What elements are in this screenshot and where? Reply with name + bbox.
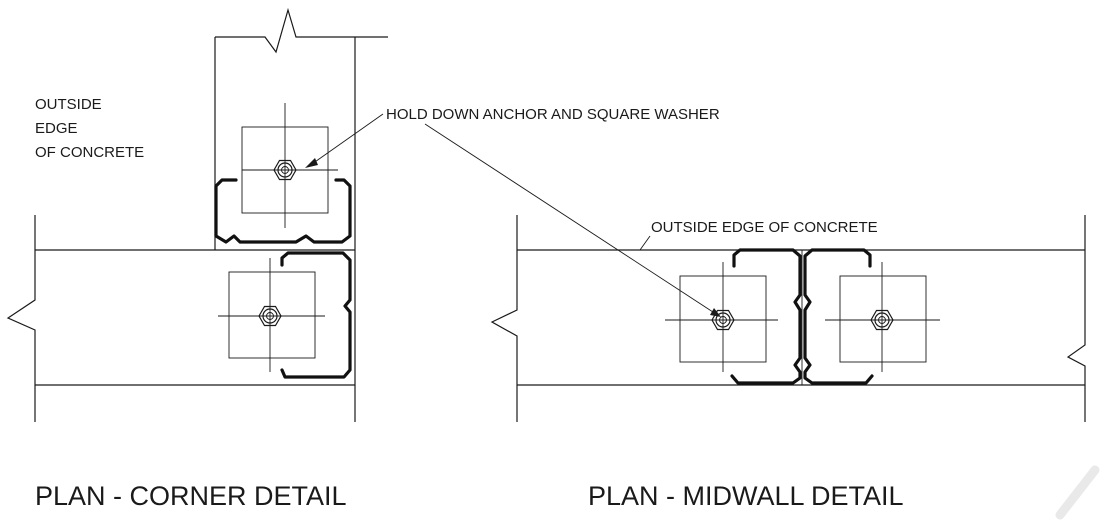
- hold-down-anchor-label: HOLD DOWN ANCHOR AND SQUARE WASHER: [386, 106, 720, 123]
- square-washer: [839, 275, 927, 363]
- midwall-left-anchor: [665, 262, 778, 372]
- outside-edge-label-line1: OUTSIDE: [35, 96, 102, 113]
- break-symbol-top: [215, 7, 388, 54]
- arrowhead-corner: [305, 158, 318, 168]
- hex-nut-icon: [870, 309, 894, 331]
- square-washer: [228, 271, 316, 359]
- corner-lower-c-stud: [280, 251, 352, 379]
- break-symbol-left: [6, 250, 36, 422]
- outside-edge-midwall-label: OUTSIDE EDGE OF CONCRETE: [651, 219, 878, 236]
- corner-detail: OUTSIDE EDGE OF CONCRETE PLAN - CORNER D…: [6, 7, 388, 511]
- midwall-detail-title: PLAN - MIDWALL DETAIL: [588, 481, 904, 511]
- outside-edge-label-line3: OF CONCRETE: [35, 144, 144, 161]
- hex-nut-icon: [258, 305, 282, 327]
- leader-line-edge: [639, 235, 651, 251]
- midwall-wall: [490, 215, 1086, 422]
- corner-detail-title: PLAN - CORNER DETAIL: [35, 481, 347, 511]
- corner-horizontal-wall: [6, 215, 356, 422]
- midwall-detail: OUTSIDE EDGE OF CONCRETE PLAN - MIDWALL …: [490, 215, 1086, 511]
- midwall-right-c-stud: [803, 248, 874, 385]
- outside-edge-label-line2: EDGE: [35, 120, 78, 137]
- break-symbol-left: [490, 215, 518, 422]
- corner-upper-c-stud: [214, 178, 352, 244]
- arrowhead-midwall: [710, 308, 721, 317]
- leader-line-midwall: [424, 123, 717, 315]
- break-symbol-right: [1066, 215, 1086, 422]
- corner-upper-anchor: [241, 103, 338, 228]
- midwall-left-c-stud: [730, 248, 802, 385]
- corner-vertical-wall: [214, 7, 388, 250]
- corner-lower-anchor: [218, 258, 325, 372]
- watermark-mark: [1055, 465, 1100, 520]
- hold-down-anchor-callout: HOLD DOWN ANCHOR AND SQUARE WASHER: [305, 106, 721, 317]
- leader-line-corner: [311, 113, 384, 165]
- midwall-right-anchor: [825, 262, 940, 372]
- hex-nut-icon: [711, 309, 735, 331]
- hex-nut-icon: [273, 159, 297, 181]
